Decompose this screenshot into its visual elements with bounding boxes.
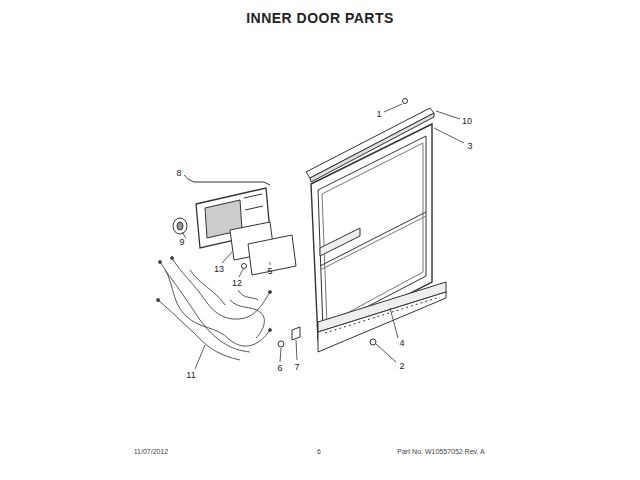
- vent-window: [320, 228, 360, 256]
- wire-harness: [157, 257, 272, 361]
- callout-number: 6: [277, 364, 282, 373]
- callout-number: 9: [179, 238, 184, 247]
- callout-number: 3: [467, 142, 472, 151]
- diagram-title: INNER DOOR PARTS: [246, 11, 394, 25]
- screw-12: [242, 264, 247, 269]
- screw-2: [370, 339, 376, 345]
- clip-7: [292, 327, 300, 340]
- end-cap: [403, 99, 408, 104]
- callout-number: 10: [462, 117, 472, 126]
- callout-number: 1: [376, 110, 381, 119]
- callout-number: 13: [214, 265, 224, 274]
- screw-6: [278, 341, 284, 347]
- strip-holes: [325, 297, 440, 333]
- callout-number: 12: [232, 279, 242, 288]
- callout-number: 4: [399, 339, 404, 348]
- panel-divider: [320, 212, 426, 266]
- page-number: 6: [317, 448, 321, 455]
- callout-number: 8: [176, 169, 181, 178]
- panel-5: [248, 235, 296, 275]
- bracket: [188, 179, 270, 185]
- callout-number: 2: [399, 362, 404, 371]
- module-detail: [244, 194, 262, 198]
- callout-number: 5: [267, 267, 272, 276]
- bottom-strip: [318, 292, 446, 352]
- part-number: Part No. W10557052 Rev. A: [397, 448, 484, 455]
- leader-lines: [182, 104, 464, 369]
- module-detail: [245, 206, 263, 210]
- footer-date: 11/07/2012: [134, 448, 169, 455]
- callout-number: 11: [186, 371, 195, 380]
- callout-number: 7: [294, 363, 299, 372]
- knob-center: [177, 222, 183, 230]
- panel-divider: [320, 216, 426, 270]
- knob: [173, 218, 187, 234]
